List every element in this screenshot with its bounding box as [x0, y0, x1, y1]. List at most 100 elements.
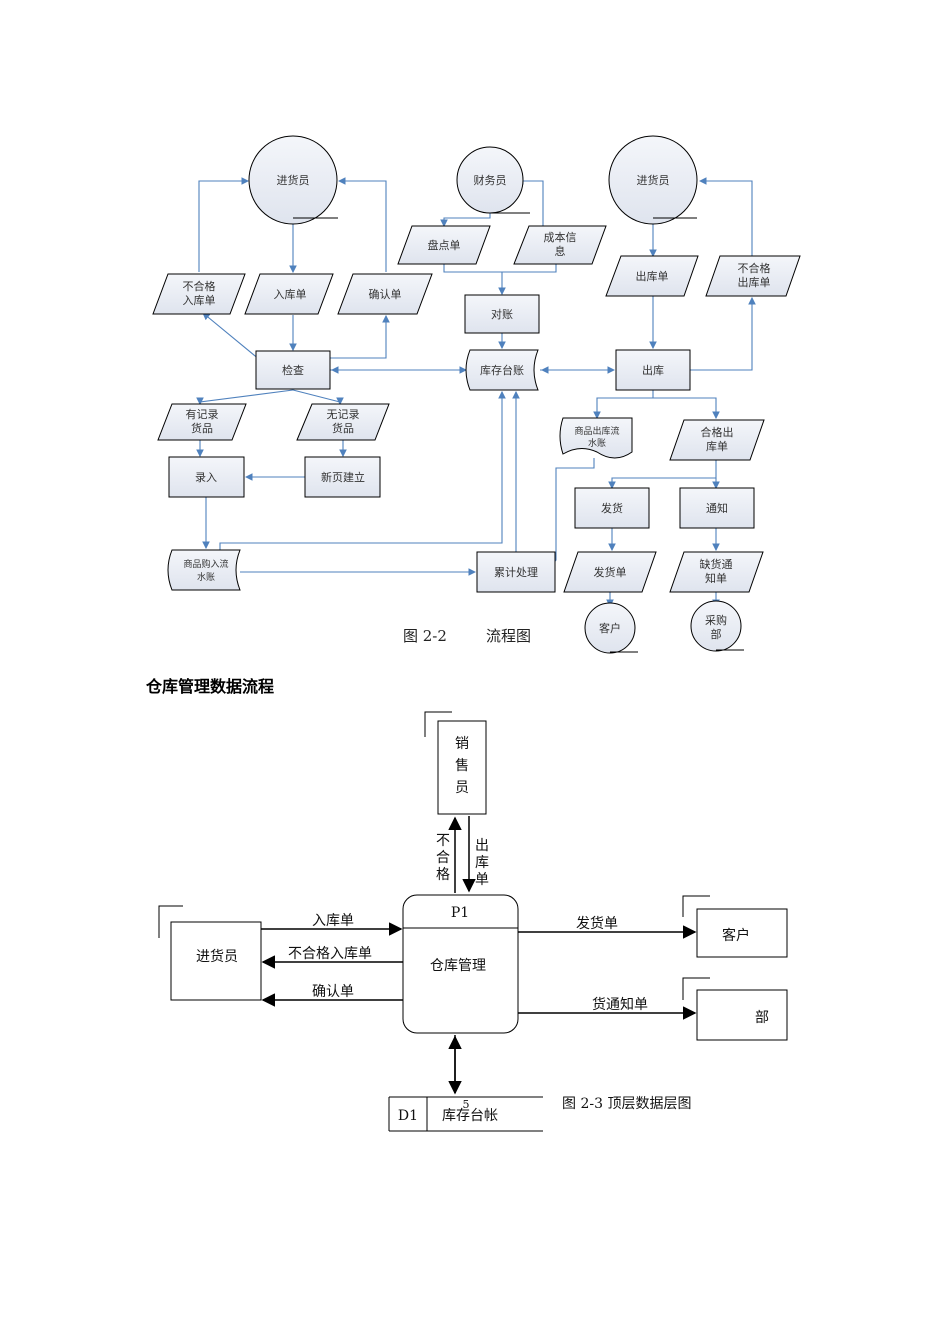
process-check-account	[464, 294, 540, 334]
label-inventory-report: 库存台账	[480, 363, 524, 377]
label-store-name: 库存台帐	[442, 1108, 498, 1124]
process-warehouse-management	[402, 894, 519, 1034]
page-number: 5	[463, 1098, 470, 1111]
edge-cost-to-check	[502, 264, 557, 273]
entity-customer	[696, 908, 788, 958]
doc-ship-sheet	[563, 551, 657, 593]
label-new-page: 新页建立	[321, 470, 365, 484]
edge-inflow-inventory	[219, 390, 506, 550]
label-store-id: D1	[398, 1108, 418, 1124]
entity-purchaser-left	[248, 135, 338, 225]
process-accumulate	[476, 551, 556, 593]
doc-confirm-sheet	[337, 273, 433, 315]
label-flow-unq-3: 格	[436, 867, 450, 883]
doc-out-sheet	[605, 255, 699, 297]
label-unrecorded-2: 货品	[332, 421, 354, 435]
label-unq-in-1: 不合格	[183, 279, 216, 293]
doc-unrecorded-goods	[296, 403, 390, 441]
label-sales-2: 售	[455, 758, 469, 774]
doc-qualified-out	[669, 419, 765, 461]
label-purchasing-2: 部	[711, 627, 722, 641]
doc-recorded-goods	[157, 403, 247, 441]
label-flow-out-3: 单	[475, 872, 489, 888]
label-qualified-1: 合格出	[701, 425, 734, 439]
label-flow-unq-in: 不合格入库单	[288, 946, 372, 962]
edge-check-to-confirm	[328, 314, 390, 359]
label-inventory-sheet: 盘点单	[428, 238, 461, 252]
section-title: 仓库管理数据流程	[146, 677, 275, 696]
label-recorded-2: 货品	[191, 421, 213, 435]
label-outflow-2: 水账	[588, 437, 606, 449]
label-flow-out-1: 出	[475, 838, 489, 854]
label-flow-out-2: 库	[475, 855, 489, 871]
label-confirm-sheet: 确认单	[369, 288, 402, 301]
label-purchaser-right: 进货员	[637, 173, 670, 187]
label-unq-out-1: 不合格	[738, 261, 771, 275]
label-flow-ship: 发货单	[576, 915, 618, 932]
entity-purchaser	[170, 921, 262, 1001]
label-process-id: P1	[451, 905, 469, 921]
edge-outbound-outflow	[593, 390, 654, 420]
label-recorded-1: 有记录	[186, 407, 219, 421]
label-flow-unq-1: 不	[436, 833, 450, 849]
process-entry	[168, 456, 245, 498]
label-unq-in-2: 入库单	[183, 294, 216, 307]
store-inventory-ledger	[388, 1096, 543, 1132]
label-customer: 客户	[722, 927, 750, 944]
flowchart-diagram: 进货员 财务员 进货员 盘点单 成本信 息 对账 不合格 入库单 入库单 确认单…	[152, 135, 801, 654]
process-inspect	[255, 350, 331, 390]
edge-check-unrecorded	[292, 389, 344, 406]
label-check-account: 对账	[491, 307, 513, 321]
label-shortage-1: 缺货通	[700, 557, 733, 571]
edge-finance-to-inventory	[440, 212, 491, 228]
edge-inventory-to-check	[443, 264, 506, 296]
label-entry: 录入	[195, 471, 217, 484]
label-unrecorded-1: 无记录	[327, 408, 360, 421]
entity-sales	[437, 720, 487, 815]
edge-outbound-qualified	[653, 397, 720, 420]
process-new-page	[304, 456, 381, 498]
label-customer: 客户	[599, 621, 621, 635]
process-ship	[574, 487, 650, 529]
label-flow-goods-notice: 货通知单	[592, 996, 648, 1013]
label-outflow-1: 商品出库流	[574, 425, 619, 437]
label-sales-1: 销	[455, 736, 469, 752]
store-outflow	[559, 417, 633, 459]
store-inventory-report	[465, 349, 539, 391]
label-flow-in-sheet: 入库单	[312, 913, 354, 929]
doc-shortage-notice	[669, 551, 764, 593]
label-inflow-2: 水账	[197, 571, 215, 583]
label-outbound: 出库	[642, 363, 664, 377]
label-purchaser-left: 进货员	[277, 173, 310, 187]
edge-outbound-to-unq	[690, 296, 756, 371]
label-notify: 通知	[706, 501, 728, 515]
label-cost-info-1: 成本信	[544, 230, 577, 244]
entity-purchasing	[690, 600, 742, 652]
label-accumulate: 累计处理	[494, 566, 538, 579]
label-shortage-2: 知单	[705, 571, 727, 585]
label-out-sheet: 出库单	[636, 269, 669, 283]
label-unq-out-2: 出库单	[738, 275, 771, 289]
edge-qualified-ship	[608, 460, 717, 490]
edge-check-to-unq	[202, 312, 261, 361]
entity-dept	[696, 989, 788, 1041]
label-inspect: 检查	[282, 363, 304, 377]
doc-cost-info	[513, 225, 607, 265]
label-sales-3: 员	[455, 780, 469, 796]
doc-unqualified-in	[152, 273, 246, 315]
edge-check-recorded	[196, 389, 294, 406]
caption-number: 图 2-2	[403, 627, 447, 645]
label-qualified-2: 库单	[706, 440, 728, 453]
edge-unq-to-purchaser-r	[698, 177, 753, 256]
label-purchasing-1: 采购	[705, 613, 727, 627]
process-outbound	[615, 349, 691, 391]
caption-title: 流程图	[486, 627, 531, 645]
label-flow-confirm: 确认单	[312, 984, 354, 1000]
label-ship-sheet: 发货单	[594, 565, 627, 579]
label-cost-info-2: 息	[555, 244, 566, 258]
edge-confirm-to-purchaser	[337, 177, 387, 272]
label-inflow-1: 商品购入流	[183, 558, 228, 570]
doc-unqualified-out	[705, 255, 801, 297]
entity-customer	[584, 602, 636, 654]
label-in-sheet: 入库单	[274, 288, 307, 301]
